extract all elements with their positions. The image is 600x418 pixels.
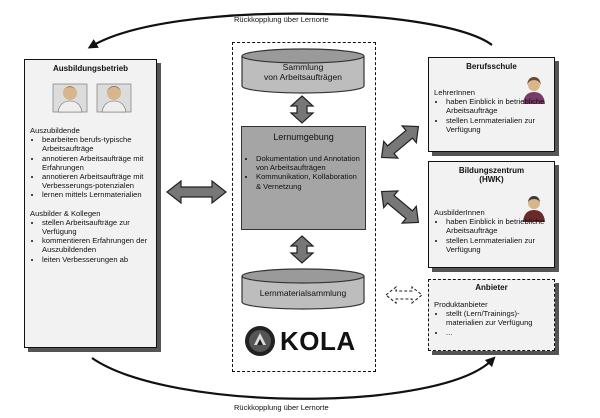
berufsschule-content: LehrerInnen haben Einblick in betrieblic… bbox=[434, 88, 552, 134]
anbieter-title: Anbieter bbox=[475, 283, 508, 292]
feedback-label-bottom: Rückkopplung über Lernorte bbox=[234, 403, 329, 412]
lernumgebung-list: Dokumentation und Annotation von Arbeits… bbox=[242, 154, 365, 191]
berufsschule-box: Berufsschule LehrerInnen haben Einblick … bbox=[428, 57, 555, 152]
lernumgebung-box: Lernumgebung Dokumentation und Annotatio… bbox=[241, 126, 366, 230]
list-item: haben Einblick in betriebliche Arbeitsau… bbox=[446, 217, 552, 235]
feedback-arc-bottom bbox=[91, 356, 496, 400]
sammlung-line1: Sammlung bbox=[282, 62, 324, 72]
list-item: annotieren Arbeitsaufträge mit Erfahrung… bbox=[42, 154, 154, 172]
list-item: Kommunikation, Kollaboration & Vernetzun… bbox=[256, 172, 362, 190]
lernmaterial-label: Lernmaterialsammlung bbox=[259, 288, 347, 298]
feedback-arc-top bbox=[87, 12, 493, 49]
double-arrow-center-bildungszentrum bbox=[380, 190, 420, 224]
double-arrow-lernumgebung-lernmaterial bbox=[289, 235, 315, 264]
group-heading-ausbilder: Ausbilder & Kollegen bbox=[30, 208, 101, 218]
double-arrow-center-berufsschule bbox=[380, 125, 420, 159]
kola-logo-icon bbox=[245, 326, 275, 356]
list-item: stellt (Lern/Trainings)-materialien zur … bbox=[446, 309, 552, 327]
sammlung-line2: von Arbeitsaufträgen bbox=[264, 72, 342, 82]
double-arrow-sammlung-lernumgebung bbox=[289, 95, 315, 124]
group-heading-produktanbieter: Produktanbieter bbox=[434, 300, 488, 309]
list-item: ... bbox=[446, 328, 552, 337]
list-item: leiten Verbesserungen ab bbox=[42, 255, 154, 264]
ausbildungsbetrieb-content: Auszubildende bearbeiten berufs-typische… bbox=[30, 126, 154, 264]
bildungszentrum-title-line2: (HWK) bbox=[479, 175, 504, 184]
list-item: bearbeiten berufs-typische Arbeitsaufträ… bbox=[42, 135, 154, 153]
person-icon bbox=[96, 83, 132, 113]
bildungszentrum-box: Bildungszentrum (HWK) AusbilderInnen hab… bbox=[428, 161, 555, 268]
list-item: annotieren Arbeitsaufträge mit Verbesser… bbox=[42, 172, 154, 190]
dashed-arrow-center-anbieter bbox=[385, 285, 423, 305]
list-item: kommentieren Erfahrungen der Auszubilden… bbox=[42, 236, 154, 254]
list-item: stellen Arbeitsaufträge zur Verfügung bbox=[42, 218, 154, 236]
group-heading-auszubildende: Auszubildende bbox=[30, 126, 80, 135]
ausbildungsbetrieb-title: Ausbildungsbetrieb bbox=[52, 64, 129, 73]
group-heading-ausbilderinnen: AusbilderInnen bbox=[434, 208, 485, 217]
feedback-label-top: Rückkopplung über Lernorte bbox=[234, 15, 329, 24]
apprentice-avatars bbox=[52, 83, 132, 113]
lernumgebung-title: Lernumgebung bbox=[273, 132, 334, 142]
ausbildungsbetrieb-box: Ausbildungsbetrieb Auszubildende bearbei… bbox=[24, 59, 157, 348]
person-icon bbox=[52, 83, 88, 113]
ausbilder-list: stellen Arbeitsaufträge zur Verfügung ko… bbox=[30, 218, 154, 264]
list-item: lernen mittels Lernmaterialien bbox=[42, 190, 154, 199]
anbieter-list: stellt (Lern/Trainings)-materialien zur … bbox=[434, 309, 552, 337]
lernmaterial-cylinder bbox=[241, 268, 365, 310]
group-heading-lehrer: LehrerInnen bbox=[434, 88, 475, 97]
trainer-avatar-icon bbox=[523, 196, 545, 222]
teacher-avatar-icon bbox=[523, 77, 545, 104]
double-arrow-left-center bbox=[166, 179, 227, 205]
sammlung-cylinder bbox=[241, 48, 365, 94]
list-item: haben Einblick in betriebliche Arbeitsau… bbox=[446, 97, 552, 115]
list-item: stellen Lernmaterialien zur Verfügung bbox=[446, 116, 552, 134]
list-item: Dokumentation und Annotation von Arbeits… bbox=[256, 154, 362, 172]
anbieter-box: Anbieter Produktanbieter stellt (Lern/Tr… bbox=[428, 279, 555, 351]
anbieter-content: Produktanbieter stellt (Lern/Trainings)-… bbox=[434, 300, 552, 337]
bildungszentrum-list: haben Einblick in betriebliche Arbeitsau… bbox=[434, 217, 552, 254]
bildungszentrum-title-line1: Bildungszentrum bbox=[458, 166, 525, 175]
berufsschule-list: haben Einblick in betriebliche Arbeitsau… bbox=[434, 97, 552, 134]
bildungszentrum-content: AusbilderInnen haben Einblick in betrieb… bbox=[434, 208, 552, 254]
list-item: stellen Lernmaterialien zur Verfügung bbox=[446, 236, 552, 254]
kola-logo-text: KOLA bbox=[280, 326, 356, 356]
auszubildende-list: bearbeiten berufs-typische Arbeitsaufträ… bbox=[30, 135, 154, 199]
berufsschule-title: Berufsschule bbox=[466, 62, 517, 71]
center-platform-container bbox=[232, 42, 376, 372]
sammlung-label: Sammlung von Arbeitsaufträgen bbox=[240, 62, 366, 82]
